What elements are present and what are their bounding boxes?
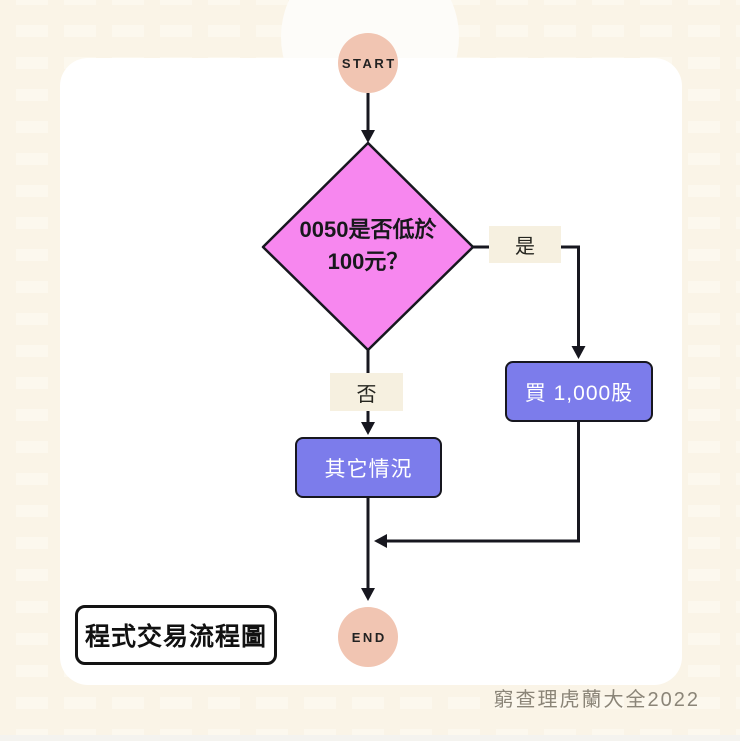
- branch-label-no: 否: [330, 373, 403, 411]
- decision-node-label: 0050是否低於 100元？: [263, 214, 473, 278]
- arrowhead-into-decision: [361, 130, 375, 143]
- other-node-label: 其它情況: [324, 457, 413, 481]
- no-label-text: 否: [356, 383, 377, 406]
- decision-label-line1: 0050是否低於: [299, 217, 437, 242]
- arrowhead-into-merge: [374, 534, 387, 548]
- connector-buy-to-merge: [378, 422, 580, 543]
- buy-process-node: 買 1,000股: [505, 361, 653, 422]
- decision-diamond: [261, 141, 475, 352]
- bottom-edge-strip: [0, 735, 740, 741]
- connector-decision-to-buy: [473, 245, 580, 355]
- other-process-node: 其它情況: [295, 437, 442, 498]
- decision-label-line2: 100元？: [327, 249, 409, 274]
- yes-label-text: 是: [515, 236, 535, 258]
- start-node: START: [338, 33, 398, 93]
- branch-label-yes: 是: [489, 226, 561, 263]
- arrowhead-into-other: [361, 422, 375, 435]
- flowchart-title-text: 程式交易流程圖: [84, 623, 267, 651]
- end-node-label: END: [351, 629, 387, 645]
- buy-node-label: 買 1,000股: [524, 381, 634, 405]
- arrowhead-into-end: [361, 588, 375, 601]
- start-node-label: START: [341, 55, 397, 71]
- watermark-caption: 窮查理虎蘭大全2022: [493, 689, 700, 711]
- flowchart-title-box: 程式交易流程圖: [75, 605, 277, 665]
- arrowhead-into-buy: [571, 346, 586, 359]
- end-node: END: [338, 607, 398, 667]
